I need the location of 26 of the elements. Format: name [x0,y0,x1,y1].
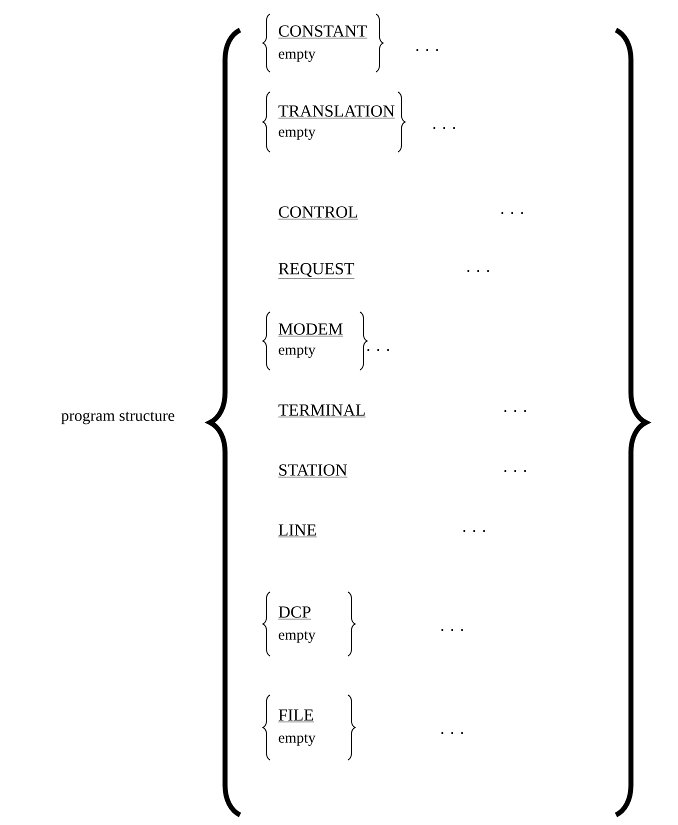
ellipsis: . . . [501,212,524,214]
ellipsis: . . . [463,530,486,532]
keyword-label: MODEM [278,323,344,336]
ellipsis: . . . [441,629,464,631]
ellipsis: . . . [504,470,526,472]
ellipsis: . . . [433,127,456,129]
keyword-label: LINE [278,524,317,538]
ellipsis: . . . [367,349,390,351]
keyword-label: STATION [278,464,348,478]
keyword-label: FILE [278,709,314,722]
option-text: empty [278,631,316,643]
keyword-label: DCP [278,606,312,620]
ellipsis: . . . [441,732,464,734]
option-text: empty [278,734,316,746]
ellipsis: . . . [504,410,526,412]
option-text: empty [278,128,316,140]
keyword-label: TERMINAL [278,404,366,418]
category-label: program structure [61,412,174,424]
ellipsis: . . . [467,270,490,272]
ellipsis: . . . [416,49,438,51]
option-text: empty [278,50,316,62]
keyword-label: REQUEST [278,263,355,279]
option-text: empty [278,346,316,358]
keyword-label: TRANSLATION [278,105,396,118]
keyword-label: CONSTANT [278,25,368,38]
keyword-label: CONTROL [278,206,358,220]
